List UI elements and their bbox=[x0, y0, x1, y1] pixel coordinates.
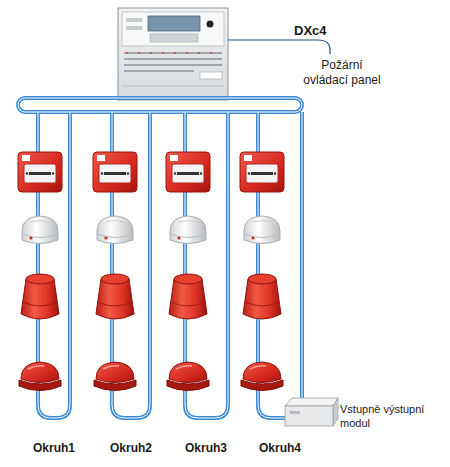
sounder bbox=[243, 274, 281, 319]
panel-caption: Požární ovládací panel bbox=[302, 58, 382, 88]
smoke-detector bbox=[170, 216, 206, 244]
loop-label: Okruh2 bbox=[91, 441, 171, 456]
panel-display bbox=[148, 16, 200, 31]
panel-housing bbox=[118, 8, 228, 100]
beacon bbox=[241, 362, 283, 391]
loop-wiring-core bbox=[18, 98, 302, 418]
loop-label: Okruh3 bbox=[166, 441, 246, 456]
beacon bbox=[167, 362, 209, 391]
smoke-detectors bbox=[22, 216, 280, 244]
smoke-detector bbox=[97, 216, 133, 244]
smoke-detector bbox=[244, 216, 280, 244]
panel-top bbox=[122, 12, 224, 46]
module-caption: Vstupně výstupní modul bbox=[340, 402, 446, 430]
panel-led bbox=[126, 26, 142, 30]
call-point bbox=[166, 152, 210, 192]
loop-label: Okruh1 bbox=[14, 441, 94, 456]
loop-label: Okruh4 bbox=[240, 441, 320, 456]
sounder bbox=[169, 274, 207, 319]
call-point bbox=[18, 152, 62, 192]
panel-led-row bbox=[124, 52, 222, 72]
control-panel bbox=[118, 8, 228, 100]
panel-keyswitch bbox=[207, 21, 214, 28]
panel-led bbox=[126, 18, 142, 22]
call-point bbox=[240, 152, 284, 192]
panel-keys bbox=[150, 34, 198, 42]
leader-line bbox=[228, 40, 330, 54]
beacon bbox=[19, 362, 61, 391]
beacon bbox=[94, 362, 136, 391]
panel-seam bbox=[122, 86, 224, 87]
model-name: DXc4 bbox=[294, 23, 354, 38]
beacons bbox=[19, 362, 283, 391]
sounders bbox=[21, 274, 281, 319]
panel-label-plate bbox=[200, 72, 222, 79]
smoke-detector bbox=[22, 216, 58, 244]
loop-wiring bbox=[18, 98, 302, 418]
sounder bbox=[96, 274, 134, 319]
io-module bbox=[285, 398, 338, 426]
call-point bbox=[93, 152, 137, 192]
manual-call-points bbox=[18, 152, 284, 192]
panel-led-dots bbox=[126, 52, 212, 54]
sounder bbox=[21, 274, 59, 319]
